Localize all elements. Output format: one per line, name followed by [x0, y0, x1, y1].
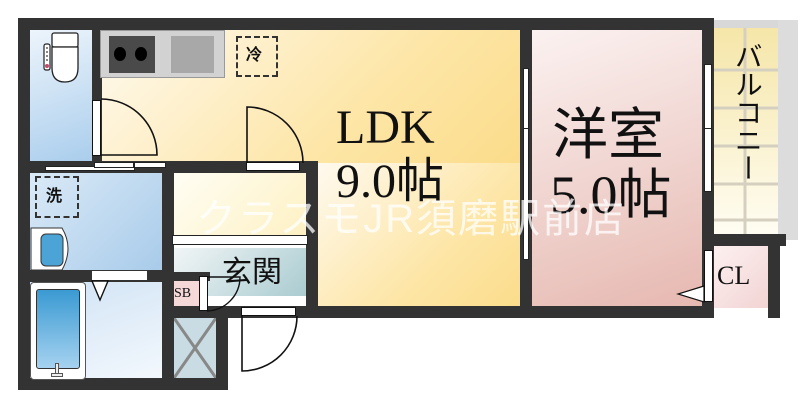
faucet-base [51, 373, 63, 377]
washer-label: 洗 [46, 186, 63, 205]
hall-partition [172, 235, 308, 245]
bath-door-triangle-icon [90, 280, 110, 302]
closet [712, 244, 770, 308]
toilet-door-swing-icon [100, 98, 158, 156]
wall-sb-top [162, 272, 210, 281]
wall-cl-right [768, 234, 780, 318]
closet-door[interactable] [704, 250, 713, 302]
ldk-room-lower [316, 163, 522, 309]
wash-sliding-door[interactable] [94, 162, 134, 168]
toilet-door[interactable] [92, 100, 101, 156]
ldk-western-sliding-door[interactable] [523, 68, 529, 260]
refrigerator-space [236, 36, 278, 77]
wall-hall-right [306, 161, 318, 316]
wall-bottom-right [228, 306, 712, 318]
entrance-door-swing-icon [241, 315, 298, 372]
shoe-box [172, 280, 202, 310]
entrance-door[interactable] [241, 307, 296, 316]
bathtub-basin [36, 289, 80, 369]
wash-basin-icon [30, 227, 69, 271]
refrigerator-label: 冷 [246, 45, 263, 64]
sink [171, 36, 214, 73]
bath-door[interactable] [92, 271, 147, 280]
balcony-label: バルコニー [730, 42, 762, 182]
burner-icon [135, 47, 147, 61]
closet-door-triangle-icon [676, 285, 705, 303]
hallway [172, 172, 308, 244]
window-divider [704, 128, 712, 129]
hall-door-swing-icon [246, 106, 304, 164]
wash-sliding-door[interactable] [45, 166, 135, 171]
wash-sliding-door[interactable] [134, 162, 166, 168]
burner-icon [114, 47, 126, 61]
wall-toilet-right [92, 18, 102, 168]
toilet-icon [43, 32, 79, 83]
genkan-label: 玄関 [222, 256, 282, 289]
genkan-inner-door[interactable] [199, 276, 208, 311]
ldk-room-name: LDK [336, 101, 435, 154]
western-room-size: 5.0帖 [550, 165, 672, 225]
wall-bottom-left [18, 378, 228, 390]
wall-top [18, 18, 714, 30]
western-room-name: 洋室 [552, 105, 664, 167]
balcony-grid [712, 20, 798, 240]
wall-left [18, 18, 30, 390]
wall-cl-top [702, 234, 786, 246]
watermark-text: クラスモJR須磨駅前店 [196, 197, 627, 241]
shoe-box-label: SB [174, 286, 192, 301]
western-room [532, 28, 704, 308]
pipe-space-cross-icon [174, 318, 216, 378]
sliding-door-divider [523, 128, 529, 129]
hall-door[interactable] [246, 162, 300, 171]
genkan-door-swing-icon [206, 276, 241, 312]
ldk-room-size: 9.0帖 [336, 155, 445, 208]
wall-sb-bottom [162, 306, 230, 318]
wall-ps-right [216, 306, 228, 390]
washer-space [35, 176, 79, 218]
closet-label: CL [717, 261, 751, 290]
